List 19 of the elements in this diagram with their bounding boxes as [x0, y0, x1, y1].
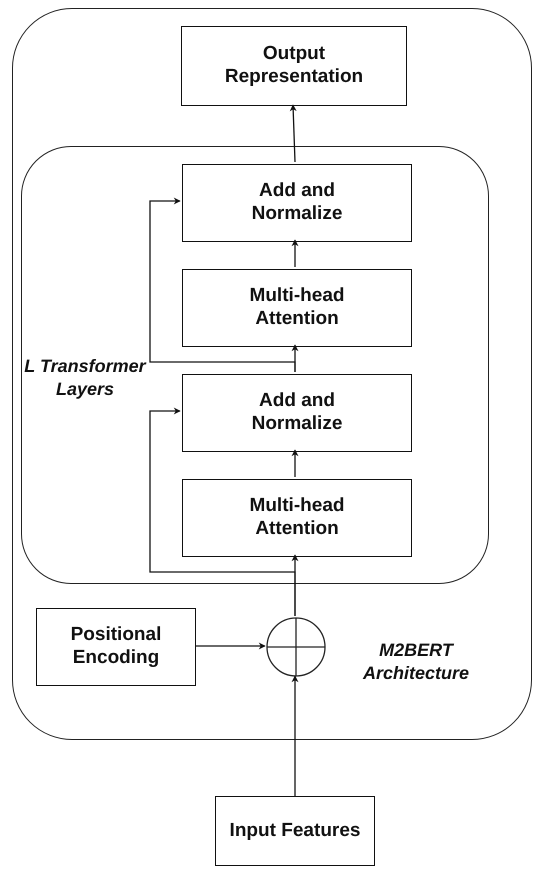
sum-circle	[266, 617, 326, 677]
arrow	[290, 104, 297, 162]
arrow	[195, 642, 266, 650]
process-box: Input Features	[215, 796, 375, 866]
arrow	[292, 675, 298, 796]
arrow	[292, 239, 298, 267]
process-box: Add and Normalize	[182, 164, 412, 242]
arrow	[149, 198, 296, 372]
group-label: M2BERT Architecture	[362, 639, 470, 684]
group-label: L Transformer Layers	[24, 355, 146, 400]
process-box: Positional Encoding	[36, 608, 196, 686]
process-box: Output Representation	[181, 26, 407, 106]
group-frame	[21, 146, 489, 584]
process-box: Multi-head Attention	[182, 269, 412, 347]
arrow	[149, 408, 296, 616]
process-box: Add and Normalize	[182, 374, 412, 452]
arrow	[292, 449, 298, 477]
group-frame	[12, 8, 532, 740]
process-box: Multi-head Attention	[182, 479, 412, 557]
